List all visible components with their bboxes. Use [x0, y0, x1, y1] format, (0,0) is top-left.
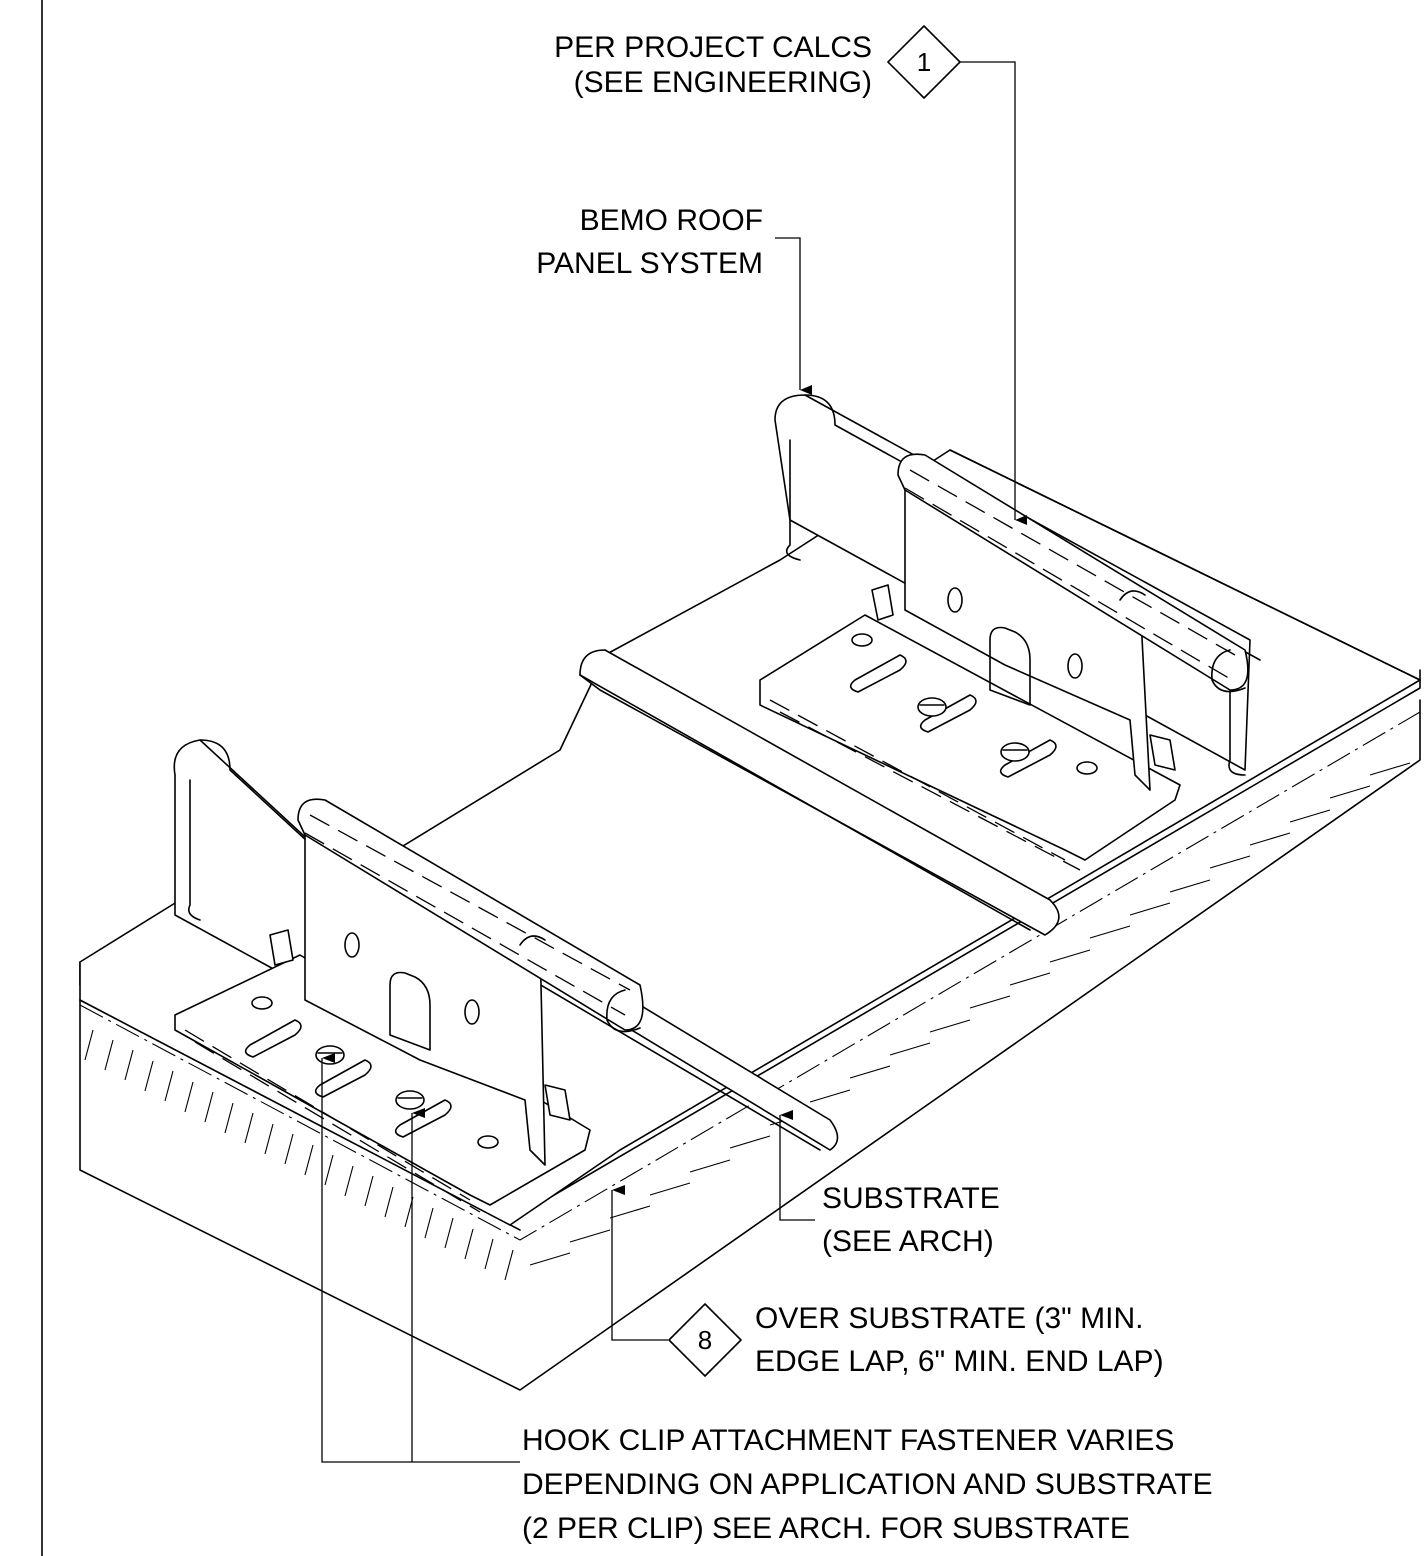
- fastener-note-line2: DEPENDING ON APPLICATION AND SUBSTRATE: [522, 1468, 1213, 1501]
- clip-hole: [344, 932, 360, 958]
- fastener-note-line3: (2 PER CLIP) SEE ARCH. FOR SUBSTRATE: [522, 1512, 1130, 1545]
- tag-8-diamond: 8: [668, 1303, 742, 1377]
- substrate-note-line2: (SEE ARCH): [822, 1225, 994, 1258]
- substrate-hatch: [84, 762, 1411, 1281]
- svg-text:8: 8: [698, 1325, 712, 1355]
- underlayment-note-line1: OVER SUBSTRATE (3" MIN.: [755, 1302, 1143, 1335]
- substrate-note-line1: SUBSTRATE: [822, 1182, 1000, 1215]
- fastener-head: [1000, 742, 1030, 762]
- panel-note-line1: BEMO ROOF: [580, 204, 763, 237]
- roof-panel-surface: [79, 394, 1421, 1226]
- front-hook-clip: [174, 798, 644, 1213]
- clip-hole: [1067, 653, 1083, 679]
- fastener-head: [395, 1090, 425, 1110]
- fastener-head: [917, 697, 947, 717]
- fastener-head: [315, 1045, 345, 1065]
- fastener-note-line1: HOOK CLIP ATTACHMENT FASTENER VARIES: [522, 1424, 1174, 1457]
- clip-hole: [464, 999, 480, 1025]
- rear-hook-clip: [759, 453, 1249, 871]
- svg-text:1: 1: [917, 47, 931, 77]
- engineering-note-line2: (SEE ENGINEERING): [574, 66, 872, 99]
- leader-lines: [321, 61, 1027, 1463]
- clip-hole: [947, 587, 963, 613]
- panel-note-line2: PANEL SYSTEM: [536, 247, 763, 280]
- tag-1-diamond: 1: [887, 25, 961, 99]
- underlayment-note-line2: EDGE LAP, 6" MIN. END LAP): [755, 1345, 1164, 1378]
- engineering-note-line1: PER PROJECT CALCS: [554, 31, 872, 64]
